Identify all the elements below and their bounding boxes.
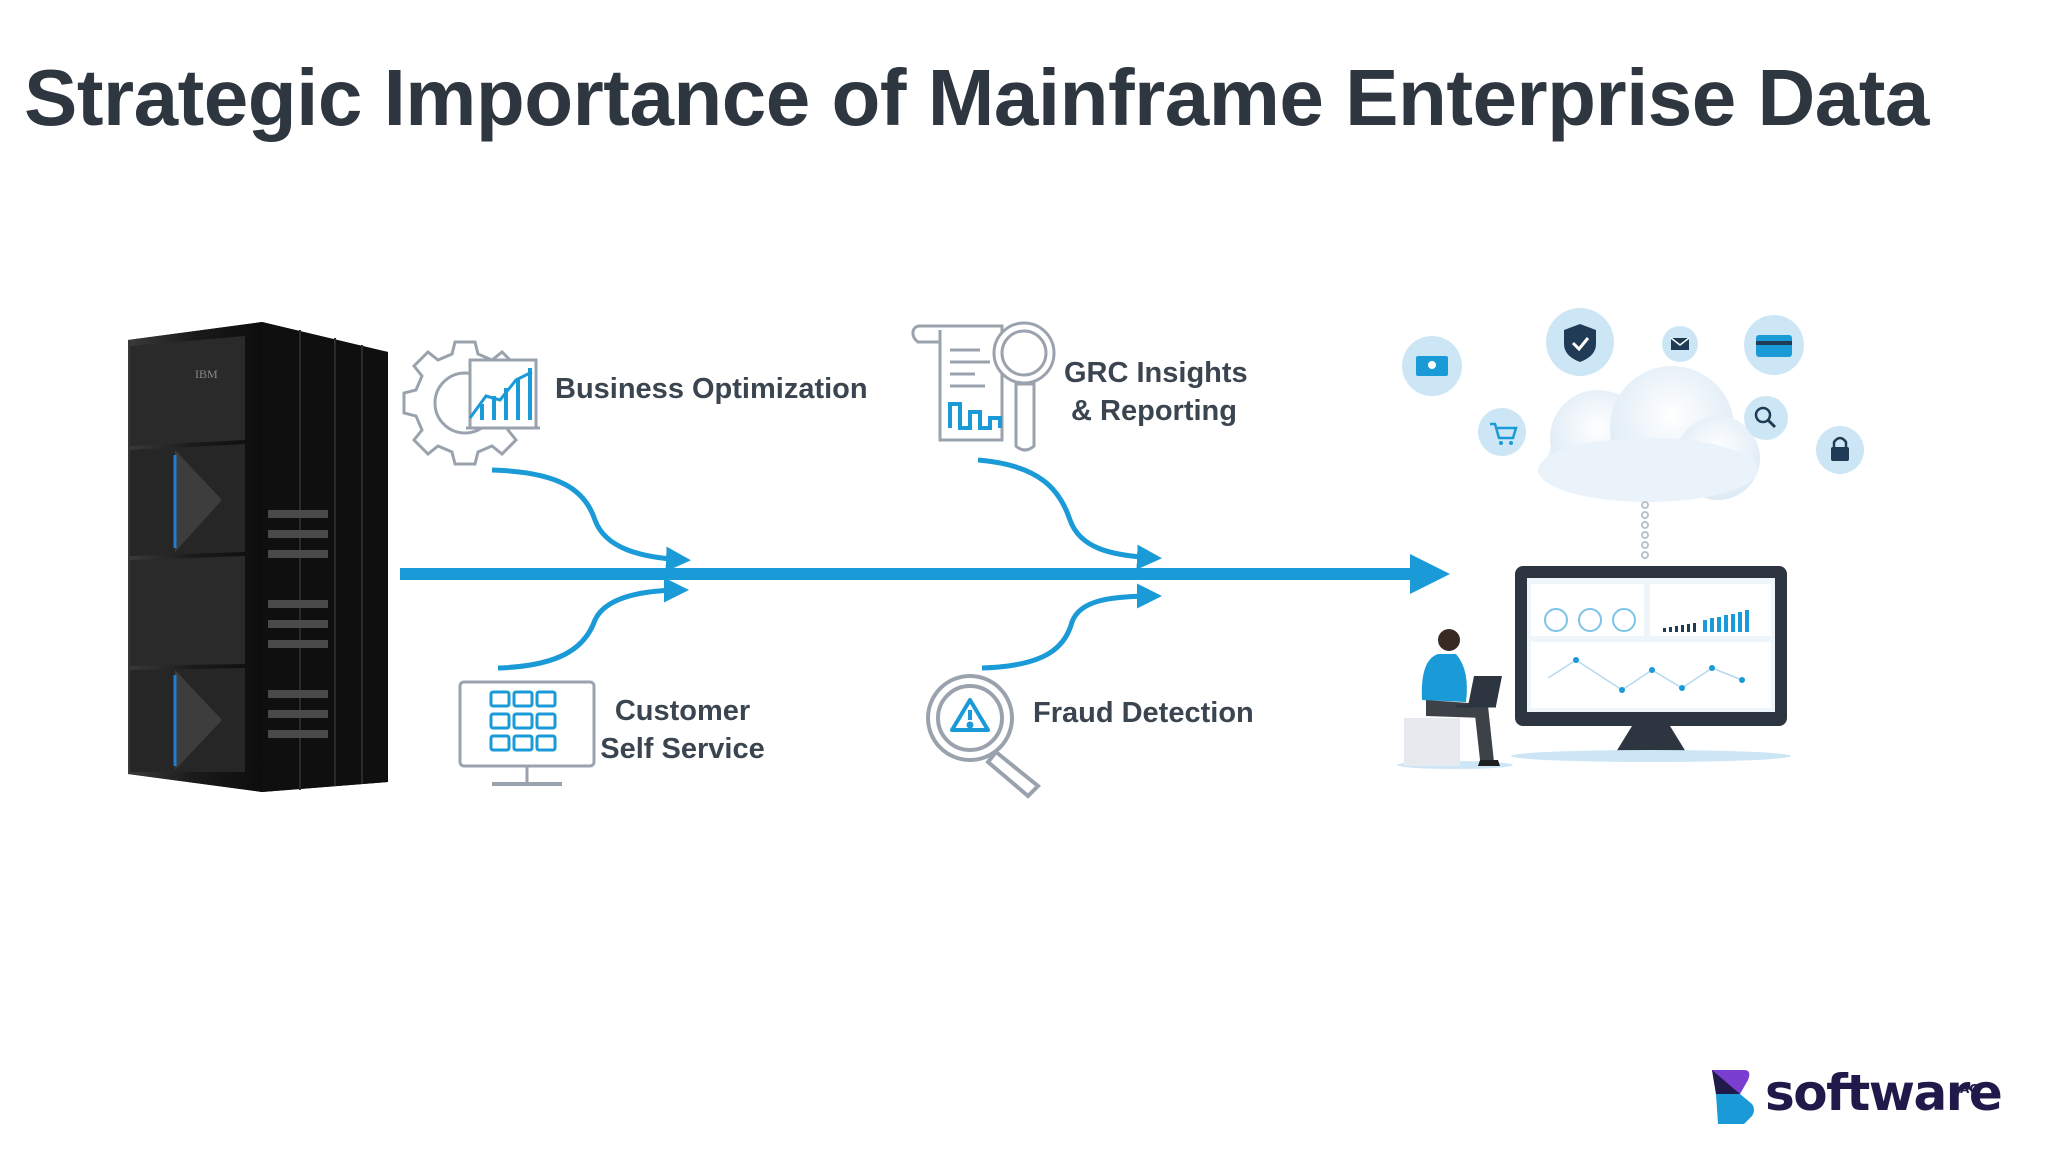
fraud-magnifier-icon <box>926 674 1041 799</box>
customer-line-2: Self Service <box>600 733 765 765</box>
report-magnifier-icon <box>911 321 1056 452</box>
credit-card-badge-icon <box>1744 315 1804 375</box>
flow-curve-fraud-detection <box>981 583 1162 671</box>
mail-badge-icon <box>1662 326 1698 362</box>
flow-curve-business-optimization <box>491 467 691 572</box>
mainframe-server-icon <box>128 322 388 792</box>
person-with-laptop-icon <box>1397 629 1513 769</box>
video-badge-icon <box>1402 336 1462 396</box>
cart-badge-icon <box>1478 408 1526 456</box>
mainframe-badge: IBM <box>195 367 218 381</box>
flow-curve-customer-self-service <box>497 577 689 671</box>
monitor-grid-icon <box>458 680 596 786</box>
software-ag-logo-mark <box>1712 1070 1754 1124</box>
label-fraud-detection: Fraud Detection <box>1033 697 1254 729</box>
cloud-connection-dots <box>1641 501 1649 559</box>
flow-curve-grc-insights <box>977 457 1162 570</box>
grc-line-1: GRC Insights <box>1064 357 1248 389</box>
brand-suffix: AG <box>1960 1082 1980 1096</box>
slide-title: Strategic Importance of Mainframe Enterp… <box>24 53 1929 142</box>
customer-line-1: Customer <box>614 695 751 727</box>
main-flow-arrowhead <box>1410 554 1450 594</box>
grc-line-2: & Reporting <box>1071 395 1237 427</box>
dashboard-monitor-icon <box>1511 566 1791 762</box>
cloud-icon <box>1538 366 1760 502</box>
label-customer-self-service: Customer Self Service <box>590 692 775 768</box>
gear-chart-icon <box>402 340 540 466</box>
label-business-optimization: Business Optimization <box>555 373 868 405</box>
shield-badge-icon <box>1546 308 1614 376</box>
search-badge-icon <box>1744 396 1788 440</box>
label-grc-insights: GRC Insights & Reporting <box>1064 354 1248 430</box>
lock-badge-icon <box>1816 426 1864 474</box>
brand-name: software <box>1765 1064 2003 1122</box>
